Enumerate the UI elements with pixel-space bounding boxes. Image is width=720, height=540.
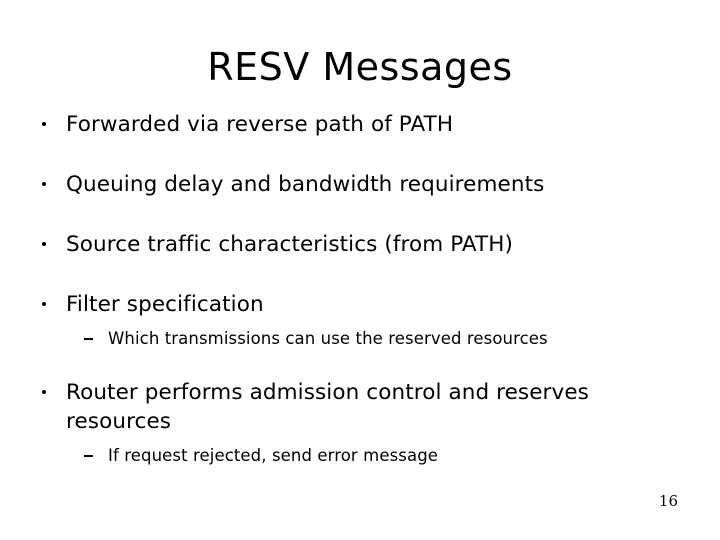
- bullet-item-4: Filter specification Which transmissions…: [30, 290, 690, 350]
- bullet-item-2: Queuing delay and bandwidth requirements: [30, 170, 690, 199]
- bullet-dot-icon: [42, 390, 46, 394]
- bullet-item-5: Router performs admission control and re…: [30, 378, 690, 467]
- slide-body-content: Forwarded via reverse path of PATH Queui…: [30, 110, 690, 467]
- page-number: 16: [658, 492, 678, 510]
- bullet-dot-icon: [42, 302, 46, 306]
- bullet-item-2-label: Queuing delay and bandwidth requirements: [66, 172, 545, 197]
- bullet-item-5-label: Router performs admission control and re…: [66, 380, 589, 434]
- sub-bullet-item-5-1-label: If request rejected, send error message: [108, 446, 439, 465]
- bullet-item-3-label: Source traffic characteristics (from PAT…: [66, 232, 514, 257]
- bullet-item-3: Source traffic characteristics (from PAT…: [30, 230, 690, 259]
- bullet-item-5-sublist: If request rejected, send error message: [66, 444, 690, 467]
- sub-bullet-item-4-1-label: Which transmissions can use the reserved…: [108, 329, 548, 348]
- sub-bullet-item-5-1: If request rejected, send error message: [78, 444, 690, 467]
- sub-bullet-item-4-1: Which transmissions can use the reserved…: [78, 327, 690, 350]
- bullet-item-4-label: Filter specification: [66, 292, 264, 317]
- slide-title: RESV Messages: [207, 45, 513, 89]
- bullet-dot-icon: [42, 122, 46, 126]
- bullet-dash-icon: [84, 455, 93, 457]
- bullet-item-1-label: Forwarded via reverse path of PATH: [66, 112, 454, 137]
- bullet-item-1: Forwarded via reverse path of PATH: [30, 110, 690, 139]
- bullet-dot-icon: [42, 182, 46, 186]
- bullet-dot-icon: [42, 242, 46, 246]
- bullet-dash-icon: [84, 338, 93, 340]
- bullet-item-4-sublist: Which transmissions can use the reserved…: [66, 327, 690, 350]
